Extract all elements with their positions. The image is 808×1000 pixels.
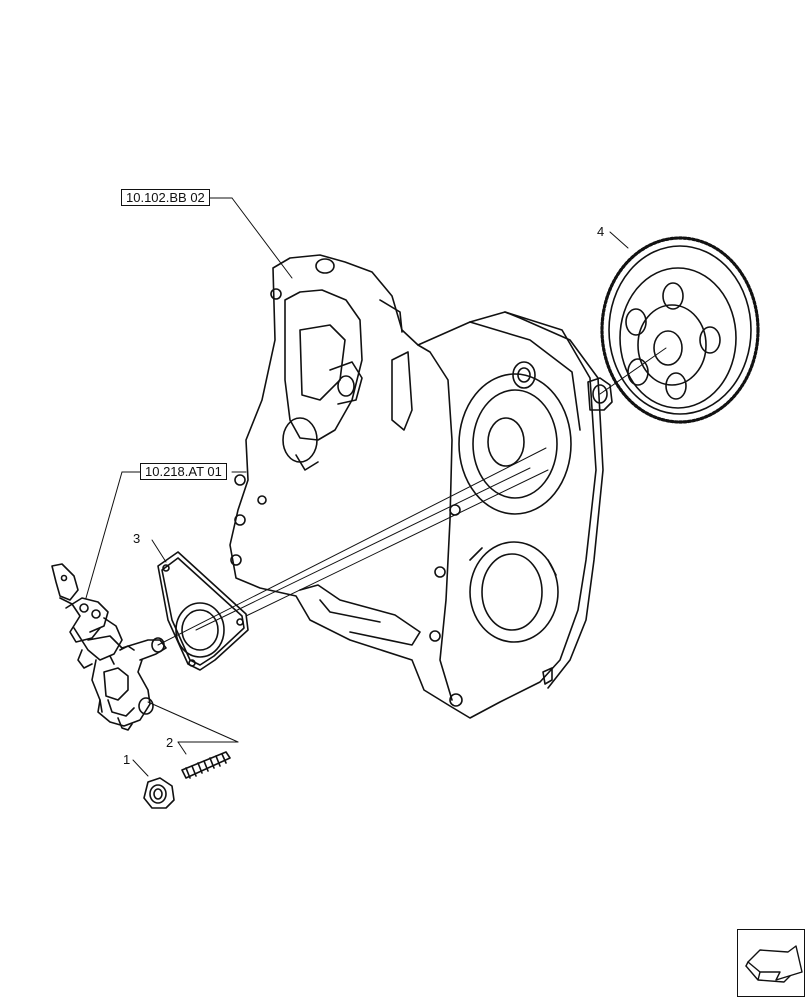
drive-gear xyxy=(600,236,760,424)
next-page-button[interactable] xyxy=(737,929,805,997)
injection-pump xyxy=(51,563,167,731)
stud-bolt xyxy=(181,751,231,779)
arrow-icon xyxy=(745,945,803,983)
callout-item-4: 4 xyxy=(597,224,605,239)
crankcase-reference-link[interactable]: 10.102.BB 02 xyxy=(121,189,210,206)
pump-reference-link[interactable]: 10.218.AT 01 xyxy=(140,463,227,480)
pump-gasket xyxy=(157,551,249,671)
alignment-lines xyxy=(85,197,667,777)
gear-housing xyxy=(229,254,613,719)
callout-item-3: 3 xyxy=(133,531,141,546)
callout-item-1: 1 xyxy=(123,752,131,767)
callout-item-2: 2 xyxy=(166,735,174,750)
flange-nut xyxy=(143,777,175,809)
